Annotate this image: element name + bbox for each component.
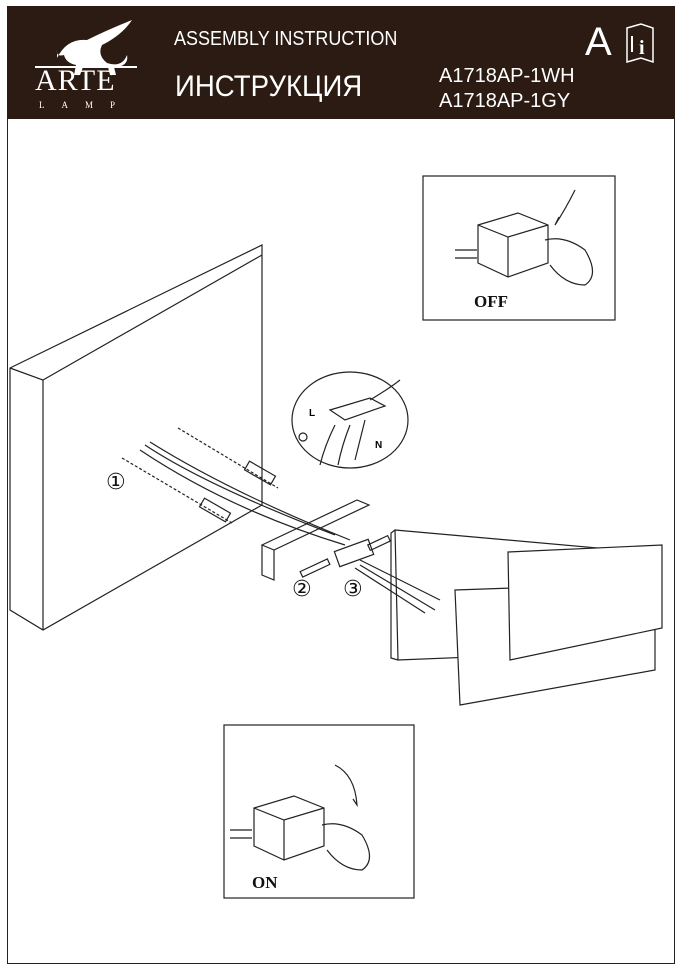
arrow-icon <box>334 764 358 808</box>
hand-icon <box>544 238 594 286</box>
wall-plug-icon <box>243 460 277 486</box>
switch-off-panel <box>422 175 616 321</box>
switch-icon <box>477 212 549 278</box>
info-book-icon: i <box>626 23 654 64</box>
title-english: ASSEMBLY INSTRUCTION <box>174 28 398 50</box>
neutral-wire-label: N <box>375 440 383 451</box>
mounting-bracket-icon <box>260 499 371 581</box>
title-russian: ИНСТРУКЦИЯ <box>175 70 363 103</box>
wall-icon <box>9 244 263 631</box>
wiring-detail-callout <box>291 371 409 469</box>
step-1-marker: ① <box>106 470 126 495</box>
wall-plug-icon <box>198 497 232 523</box>
hand-icon <box>321 823 371 871</box>
header-bar: ARTE LAMP ASSEMBLY INSTRUCTION ИНСТРУКЦИ… <box>7 6 675 119</box>
griffin-logo-icon <box>35 20 137 75</box>
screw-icon <box>366 534 392 552</box>
model-number: A1718AP-1WH <box>439 65 575 87</box>
arrow-icon <box>554 189 576 226</box>
language-code: A <box>585 20 612 64</box>
svg-text:i: i <box>639 37 645 59</box>
step-2-marker: ② <box>292 577 312 602</box>
lamp-panel <box>507 544 663 661</box>
switch-icon <box>253 795 325 861</box>
switch-on-label: ON <box>252 873 278 892</box>
step-3-marker: ③ <box>343 577 363 602</box>
brand-name: ARTE <box>35 64 116 97</box>
terminal-block-icon <box>333 538 375 568</box>
switch-off-label: OFF <box>474 292 508 311</box>
brand-subtitle: LAMP <box>39 100 133 110</box>
live-wire-label: L <box>309 408 316 419</box>
switch-on-panel <box>223 724 415 899</box>
model-number: A1718AP-1GY <box>439 90 571 112</box>
screw-icon <box>299 558 331 578</box>
